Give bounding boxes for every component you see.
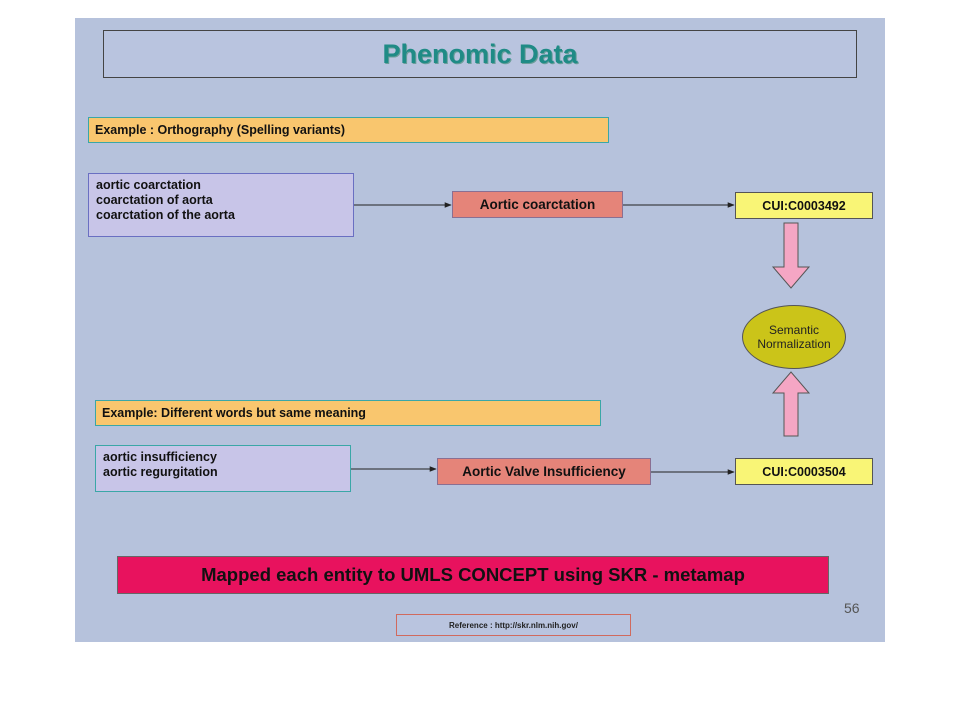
example-1-label: Example : Orthography (Spelling variants… [88, 117, 609, 143]
title-box: Phenomic Data [103, 30, 857, 78]
example-2-cui: CUI:C0003504 [735, 458, 873, 485]
up-block-arrow [771, 371, 811, 437]
example-2-label: Example: Different words but same meanin… [95, 400, 601, 426]
down-block-arrow [771, 222, 811, 289]
semantic-normalization-oval: Semantic Normalization [742, 305, 846, 369]
slide: Phenomic Data Example : Orthography (Spe… [75, 18, 885, 642]
oval-line-2: Normalization [757, 337, 831, 351]
example-1-variants: aortic coarctation coarctation of aorta … [88, 173, 354, 237]
summary-banner: Mapped each entity to UMLS CONCEPT using… [117, 556, 829, 594]
variant-term: aortic regurgitation [103, 465, 218, 479]
variant-term: aortic insufficiency [103, 450, 217, 464]
example-1-cui: CUI:C0003492 [735, 192, 873, 219]
example-2-variants: aortic insufficiency aortic regurgitatio… [95, 445, 351, 492]
reference-box: Reference : http://skr.nlm.nih.gov/ [396, 614, 631, 636]
variant-term: coarctation of the aorta [96, 208, 235, 222]
variant-term: aortic coarctation [96, 178, 201, 192]
example-2-concept: Aortic Valve Insufficiency [437, 458, 651, 485]
oval-line-1: Semantic [768, 323, 819, 337]
example-1-concept: Aortic coarctation [452, 191, 623, 218]
connectors [351, 202, 811, 475]
slide-title: Phenomic Data [382, 38, 578, 69]
variant-term: coarctation of aorta [96, 193, 213, 207]
page-number: 56 [844, 600, 860, 616]
